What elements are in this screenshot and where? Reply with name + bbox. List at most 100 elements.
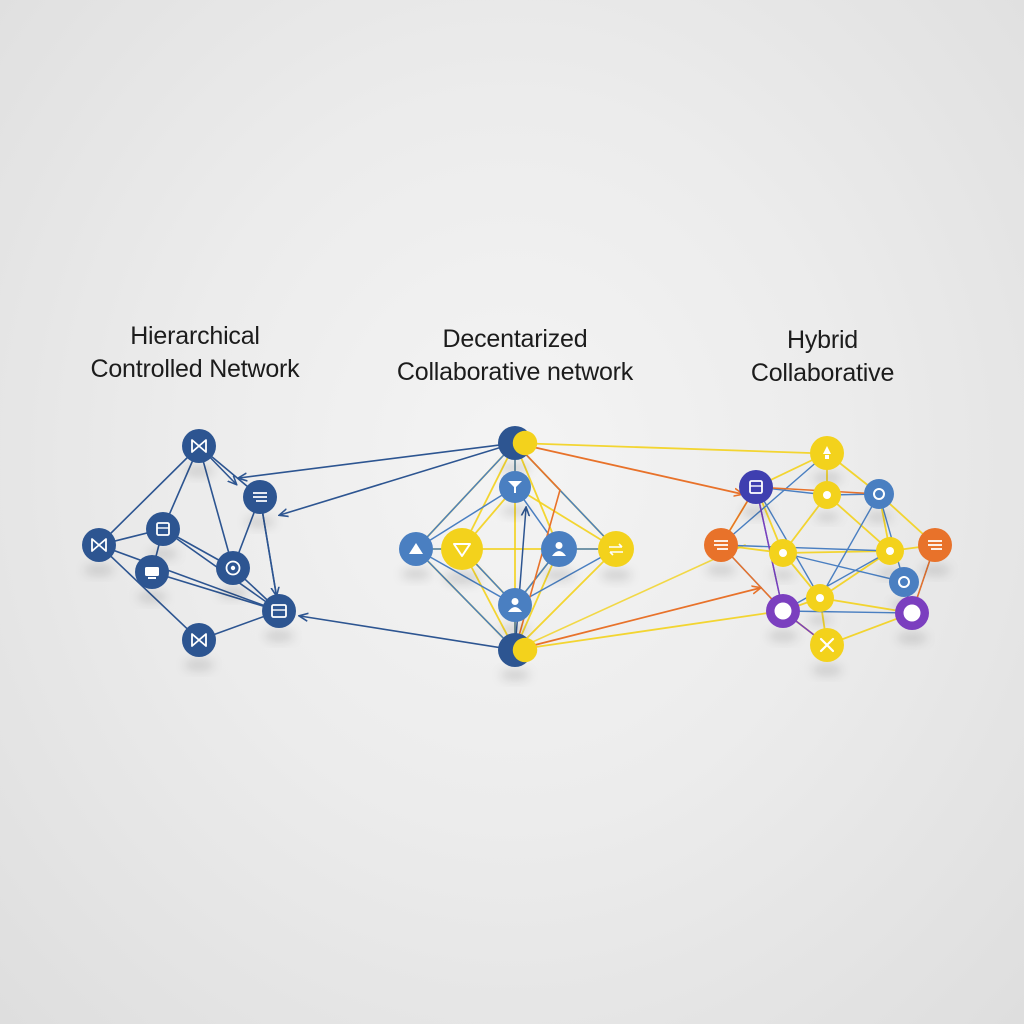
link-decentralized-to-hybrid [514, 544, 746, 651]
node-hybrid-2 [739, 470, 773, 504]
title-decentralized-line1: Decentarized [442, 325, 588, 353]
title-hybrid-line2: Collaborative [750, 359, 895, 387]
node-ring-center [903, 604, 921, 622]
node-shadow [136, 591, 168, 603]
edge-hybrid [782, 550, 891, 554]
monitor-icon [145, 567, 159, 579]
square-icon [156, 522, 170, 536]
nodes-layer [82, 426, 952, 667]
edge-hybrid [720, 452, 828, 546]
link-decentralized-to-hierarchical [239, 442, 516, 478]
link-decentralized-to-hierarchical [280, 442, 516, 515]
node-hybrid-1 [810, 436, 844, 470]
lines-icon [253, 492, 267, 502]
node-decentralized-4 [441, 528, 483, 570]
edge-decentralized [415, 486, 516, 550]
node-hybrid-6 [769, 539, 797, 567]
edge-hybrid [826, 494, 891, 552]
link-decentralized-to-hybrid [514, 442, 811, 454]
node-hierarchical-5 [216, 551, 250, 585]
node-shadow [919, 564, 951, 576]
node-shadow [542, 568, 576, 582]
node-ring-center [774, 602, 792, 620]
lines-icon [928, 540, 942, 550]
target-icon [225, 560, 241, 576]
node-shadow [499, 462, 531, 474]
title-hybrid-network: Hybrid Collaborative [700, 324, 945, 390]
square-icon [749, 480, 763, 494]
edge-hierarchical [98, 544, 280, 612]
bowtie-icon [191, 633, 207, 647]
edge-hybrid [782, 610, 913, 614]
node-shadow [183, 659, 215, 671]
edge-hierarchical [98, 445, 200, 546]
circle-icon [898, 576, 910, 588]
node-circle [441, 528, 483, 570]
bulb-icon [823, 446, 831, 459]
edge-hybrid [720, 544, 891, 552]
node-shadow [400, 568, 432, 580]
node-shadow [443, 570, 481, 586]
dot-icon [823, 491, 831, 499]
node-shadow [244, 516, 276, 528]
lines-icon [714, 540, 728, 550]
node-shadow [183, 465, 215, 477]
bowtie-icon [91, 538, 107, 552]
edge-decentralized [514, 442, 560, 550]
node-hierarchical-3 [146, 512, 180, 546]
node-decentralized-7 [498, 588, 532, 622]
node-decentralized-8 [498, 633, 538, 667]
node-hybrid-3 [813, 481, 841, 509]
edge-hybrid [819, 550, 891, 599]
x-icon [819, 637, 835, 653]
node-decentralized-6 [598, 531, 634, 567]
edge-hierarchical [151, 571, 280, 612]
node-hierarchical-6 [135, 555, 169, 589]
node-circle [864, 479, 894, 509]
title-decentralized-line2: Collaborative network [396, 358, 634, 386]
node-shadow [217, 587, 249, 599]
node-shadow [896, 632, 928, 644]
bowtie-icon [191, 439, 207, 453]
dot-icon [886, 547, 894, 555]
node-shadow [865, 511, 893, 523]
node-half-moon [512, 637, 538, 663]
node-half-moon [512, 430, 538, 456]
node-shadow [807, 615, 833, 625]
node-hierarchical-2 [243, 480, 277, 514]
node-hybrid-11 [766, 594, 800, 628]
node-shadow [499, 669, 531, 681]
node-shadow [599, 568, 633, 582]
folder-icon [271, 604, 287, 618]
node-hierarchical-1 [182, 429, 216, 463]
node-hybrid-13 [810, 628, 844, 662]
node-circle [262, 594, 296, 628]
title-decentralized-network: Decentarized Collaborative network [370, 323, 660, 389]
node-decentralized-1 [498, 426, 538, 460]
node-shadow [814, 512, 840, 522]
node-hierarchical-8 [182, 623, 216, 657]
title-hierarchical-network: Hierarchical Controlled Network [60, 320, 330, 386]
node-shadow [811, 664, 843, 676]
link-decentralized-to-hybrid [514, 442, 742, 494]
node-hybrid-4 [864, 479, 894, 509]
edge-decentralized [514, 486, 617, 550]
node-shadow [263, 630, 295, 642]
circle-icon [873, 488, 885, 500]
node-hybrid-9 [889, 567, 919, 597]
node-shadow [767, 630, 799, 642]
node-decentralized-3 [399, 532, 433, 566]
dot-icon [779, 549, 787, 557]
link-decentralized-to-hybrid [514, 588, 760, 651]
node-hybrid-12 [895, 596, 929, 630]
node-hybrid-5 [704, 528, 738, 562]
edge-hybrid [782, 550, 891, 612]
link-decentralized-to-hierarchical [300, 616, 516, 651]
shadows-layer [83, 462, 951, 681]
edge-hybrid [819, 493, 880, 599]
edge-decentralized-orange [514, 489, 561, 651]
node-shadow [811, 472, 843, 484]
node-decentralized-2 [499, 471, 531, 503]
node-shadow [740, 506, 772, 518]
